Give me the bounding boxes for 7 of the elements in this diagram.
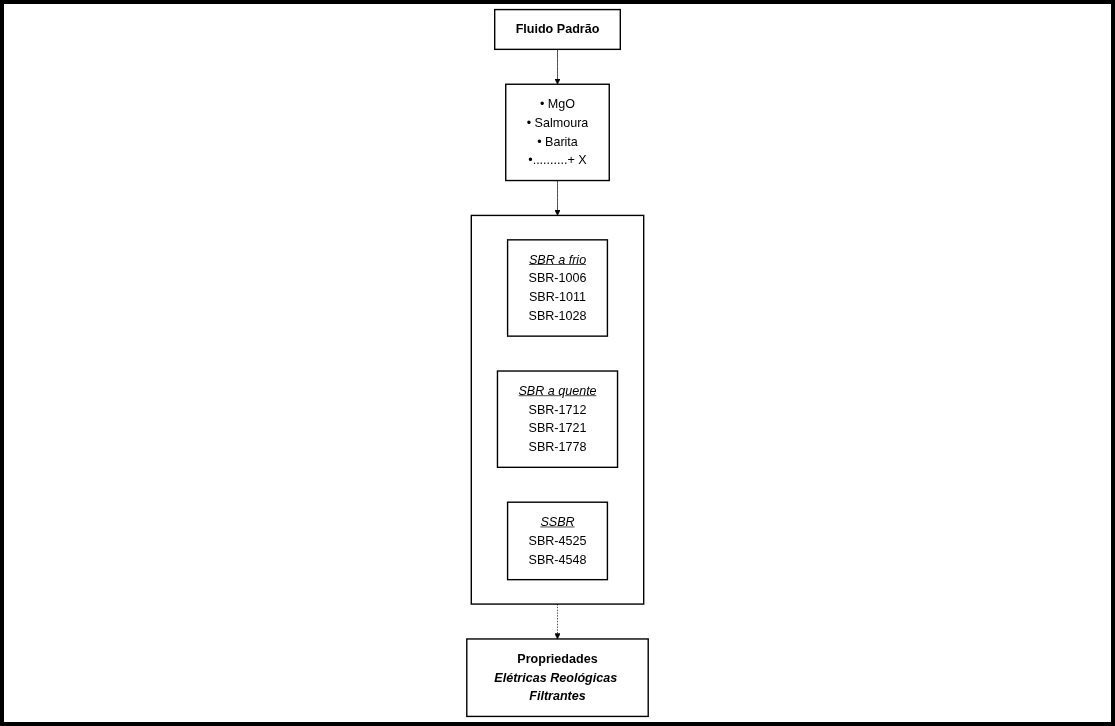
node-box: SBR a frio SBR-1006 SBR-1011 SBR-1028	[506, 239, 609, 337]
cluster	[470, 214, 645, 605]
node-box: Fluido Padrão	[494, 8, 621, 51]
node-box: • MgO • Salmoura • Barita •..........+ X	[505, 83, 610, 182]
node-box: SBR a quente SBR-1712 SBR-1721 SBR-1778	[496, 370, 619, 468]
node-box: SSBR SBR-4525 SBR-4548	[506, 501, 609, 581]
node-box: Propriedades Elétricas Reológicas Filtrantes	[466, 638, 649, 718]
